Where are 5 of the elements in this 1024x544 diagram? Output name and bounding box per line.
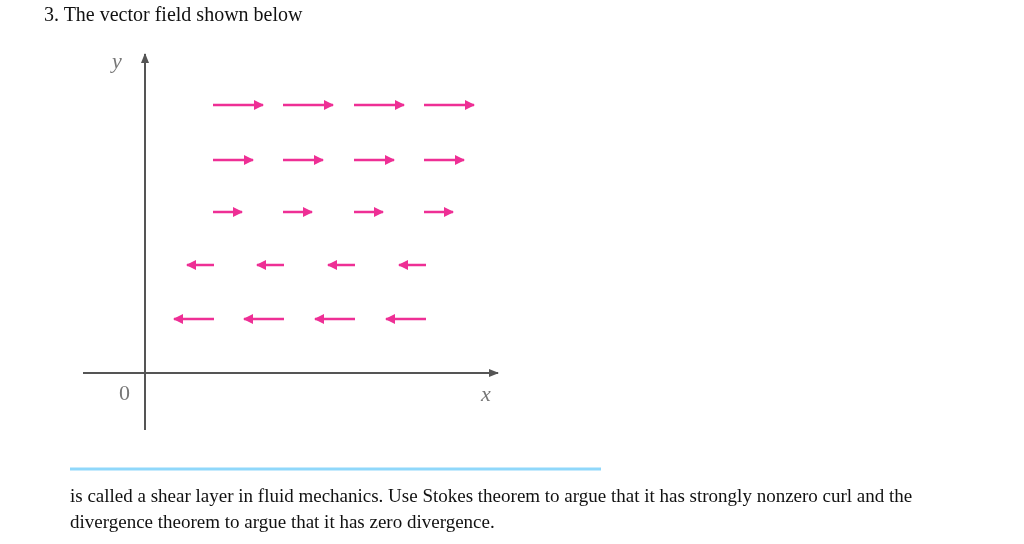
question-title: 3. The vector field shown below: [44, 3, 303, 26]
axis-label: y: [112, 48, 122, 74]
question-text: is called a shear layer in fluid mechanics. Use Stokes theorem to argue that it has strongly nonzero curl and the divergence theorem to argue that it has zero divergence.: [70, 484, 914, 534]
origin-label: 0: [119, 380, 130, 406]
axis-label: x: [481, 381, 491, 407]
